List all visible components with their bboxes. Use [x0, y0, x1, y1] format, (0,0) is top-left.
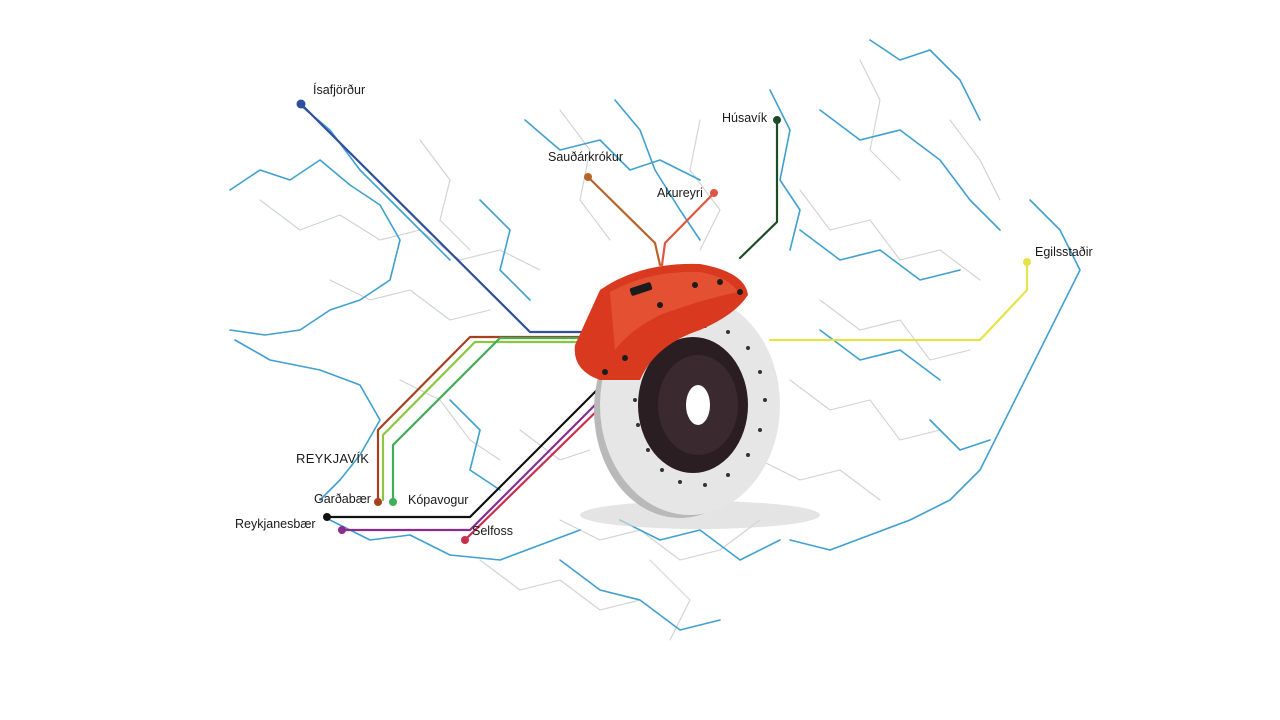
route-reykjanesbaer [325, 385, 602, 519]
route-kopavogur [391, 336, 592, 502]
route-akureyri [660, 191, 716, 267]
city-saudarkrokur[interactable]: Sauðárkrókur [548, 150, 623, 181]
city-label-selfoss: Selfoss [472, 524, 513, 538]
caliper-slot [629, 282, 653, 296]
city-label-husavik: Húsavík [722, 111, 768, 125]
city-dot-reykjanesbaer-purple [338, 526, 346, 534]
city-reykjanesbaer[interactable]: Reykjanesbær [235, 513, 346, 534]
city-label-kopavogur: Kópavogur [408, 493, 468, 507]
route-egilsstadir [768, 260, 1029, 342]
city-label-gardabaer: Garðabær [314, 492, 371, 506]
region-label-reykjavik: REYKJAVÍK [296, 451, 369, 466]
city-kopavogur[interactable]: Kópavogur [389, 493, 468, 507]
city-label-egilsstadir: Egilsstaðir [1035, 245, 1093, 259]
city-dot-isafjordur [296, 99, 306, 109]
city-label-reykjanesbaer: Reykjanesbær [235, 517, 316, 531]
city-dot-husavik [773, 116, 781, 124]
city-dot-kopavogur [389, 498, 397, 506]
city-egilsstadir[interactable]: Egilsstaðir [1023, 245, 1093, 266]
city-gardabaer[interactable]: Garðabær [314, 492, 382, 506]
brake-disc-caliper-icon [574, 263, 820, 529]
route-isafjordur [299, 102, 587, 334]
route-purple [340, 393, 607, 532]
city-selfoss[interactable]: Selfoss [461, 524, 513, 544]
city-label-isafjordur: Ísafjörður [313, 82, 365, 97]
route-husavik [738, 118, 779, 260]
city-dot-selfoss [461, 536, 469, 544]
road-network [259, 59, 1001, 641]
route-gardabaer [376, 335, 587, 502]
city-label-saudarkrokur: Sauðárkrókur [548, 150, 623, 164]
route-saudarkrokur [586, 175, 662, 267]
route-lines [299, 102, 1029, 542]
city-label-akureyri: Akureyri [657, 186, 703, 200]
city-markers: Ísafjörður Sauðárkrókur Akureyri Húsavík… [235, 82, 1093, 544]
city-husavik[interactable]: Húsavík [722, 111, 781, 125]
city-dot-akureyri [710, 189, 718, 197]
city-dot-gardabaer [374, 498, 382, 506]
caliper-bolts [602, 279, 743, 375]
route-reykjavik-green-light [381, 340, 587, 502]
city-isafjordur[interactable]: Ísafjörður [296, 82, 366, 109]
city-dot-reykjanesbaer [323, 513, 331, 521]
city-dot-saudarkrokur [584, 173, 592, 181]
city-dot-egilsstadir [1023, 258, 1031, 266]
disc-center-hole [686, 385, 710, 425]
city-akureyri[interactable]: Akureyri [657, 186, 718, 200]
